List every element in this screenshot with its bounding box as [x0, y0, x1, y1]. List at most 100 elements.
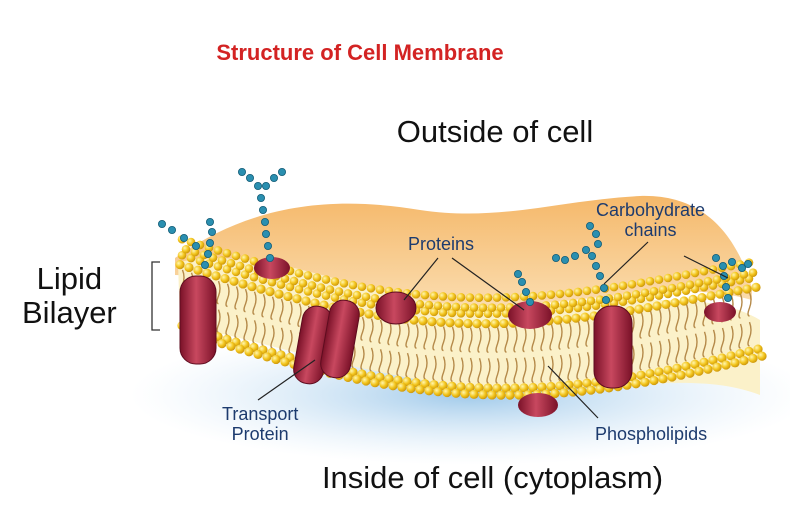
- head-bottom: [469, 389, 479, 399]
- lipid-tail: [225, 312, 230, 336]
- head-top-back: [312, 273, 322, 282]
- head-top-front: [679, 296, 689, 306]
- head-top-front: [499, 318, 509, 329]
- head-bottom: [496, 390, 506, 400]
- head-bottom: [370, 378, 380, 388]
- lipid-tail: [729, 325, 734, 352]
- head-bottom: [456, 382, 466, 392]
- head-top-back: [330, 277, 340, 286]
- head-top-back: [546, 290, 556, 300]
- carbohydrate-bead: [594, 239, 603, 248]
- head-top-front: [292, 294, 302, 304]
- head-bottom: [487, 390, 497, 400]
- head-top-back: [222, 248, 232, 258]
- head-top-back: [339, 279, 349, 288]
- head-bottom: [645, 368, 655, 379]
- head-top-back: [244, 264, 254, 273]
- head-top-back: [640, 288, 650, 298]
- head-bottom: [262, 352, 272, 362]
- head-bottom: [465, 382, 475, 392]
- head-top-back: [420, 290, 430, 300]
- head-top-back: [316, 283, 326, 292]
- head-bottom: [717, 353, 727, 363]
- lipid-tail: [540, 356, 545, 383]
- lipid-tail: [360, 316, 365, 341]
- head-top-back: [712, 275, 722, 284]
- head-bottom: [483, 383, 493, 393]
- head-bottom: [636, 370, 646, 380]
- head-top-back: [559, 299, 569, 309]
- head-top-back: [586, 296, 596, 306]
- carbohydrate-bead: [561, 255, 570, 264]
- carbohydrate-bead: [719, 261, 728, 270]
- lipid-tail: [675, 305, 680, 333]
- lipid-tail: [243, 288, 248, 313]
- lipid-tail: [477, 327, 482, 353]
- inside-of-cell-label: Inside of cell (cytoplasm): [321, 460, 664, 495]
- head-bottom: [559, 388, 569, 398]
- head-top-front: [364, 309, 374, 319]
- head-bottom: [667, 372, 677, 382]
- head-bottom: [550, 388, 560, 399]
- head-top-back: [564, 288, 574, 298]
- head-top-front: [751, 282, 761, 292]
- head-top-back: [478, 303, 488, 312]
- head-top-front: [265, 287, 275, 297]
- head-bottom: [564, 380, 574, 390]
- lipid-tail: [504, 357, 509, 384]
- head-bottom: [361, 376, 371, 386]
- lipid-tail: [405, 323, 410, 348]
- carbohydrate-bead: [724, 293, 733, 302]
- head-bottom: [388, 381, 398, 391]
- carbohydrate-bead: [712, 253, 721, 262]
- head-top-back: [739, 270, 749, 279]
- protein-bottom: [518, 393, 558, 417]
- head-bottom: [433, 387, 443, 397]
- lipid-bilayer-label-line2: Bilayer: [22, 295, 117, 330]
- head-bottom: [721, 360, 731, 370]
- head-top-back: [663, 273, 673, 283]
- lipid-tail: [693, 333, 698, 360]
- carbohydrate-bead: [592, 229, 601, 238]
- lipid-tail: [513, 357, 518, 384]
- head-top-back: [411, 289, 421, 299]
- lipid-tail: [279, 298, 284, 323]
- head-top-back: [348, 280, 358, 290]
- carbohydrate-bead: [205, 217, 214, 226]
- carbohydrate-bead: [157, 219, 166, 228]
- carbohydrate-bead: [258, 205, 267, 214]
- head-top-front: [175, 260, 185, 270]
- head-top-front: [553, 315, 563, 325]
- head-bottom: [474, 383, 484, 393]
- protein-far-right: [704, 302, 736, 322]
- lipid-tail: [684, 304, 689, 331]
- head-top-front: [472, 319, 482, 329]
- protein-small-globular: [375, 291, 417, 325]
- carbohydrate-bead: [261, 229, 270, 238]
- head-bottom: [492, 383, 502, 393]
- head-top-back: [294, 268, 304, 278]
- leader-proteins-1: [403, 257, 439, 301]
- head-top-back: [181, 244, 191, 254]
- head-top-front: [688, 294, 698, 304]
- head-bottom: [582, 378, 592, 388]
- carbohydrate-chains: [157, 167, 753, 306]
- head-bottom: [663, 365, 673, 375]
- head-top-back: [510, 292, 520, 302]
- lipid-tail: [540, 325, 545, 352]
- lipid-tail: [414, 324, 419, 349]
- lipid-tail: [495, 327, 500, 354]
- head-bottom: [537, 382, 547, 392]
- carbohydrate-bead: [526, 297, 535, 306]
- lipid-tail: [585, 320, 590, 347]
- head-bottom: [379, 379, 389, 389]
- carbohydrate-bead: [600, 283, 609, 292]
- lipid-tail: [216, 309, 221, 333]
- lipid-tail: [522, 357, 527, 384]
- head-top-back: [703, 276, 713, 286]
- head-bottom: [658, 374, 668, 384]
- carbohydrate-bead: [582, 245, 591, 254]
- head-top-back: [357, 282, 367, 292]
- lipid-tail: [702, 331, 707, 358]
- head-top-back: [667, 283, 677, 293]
